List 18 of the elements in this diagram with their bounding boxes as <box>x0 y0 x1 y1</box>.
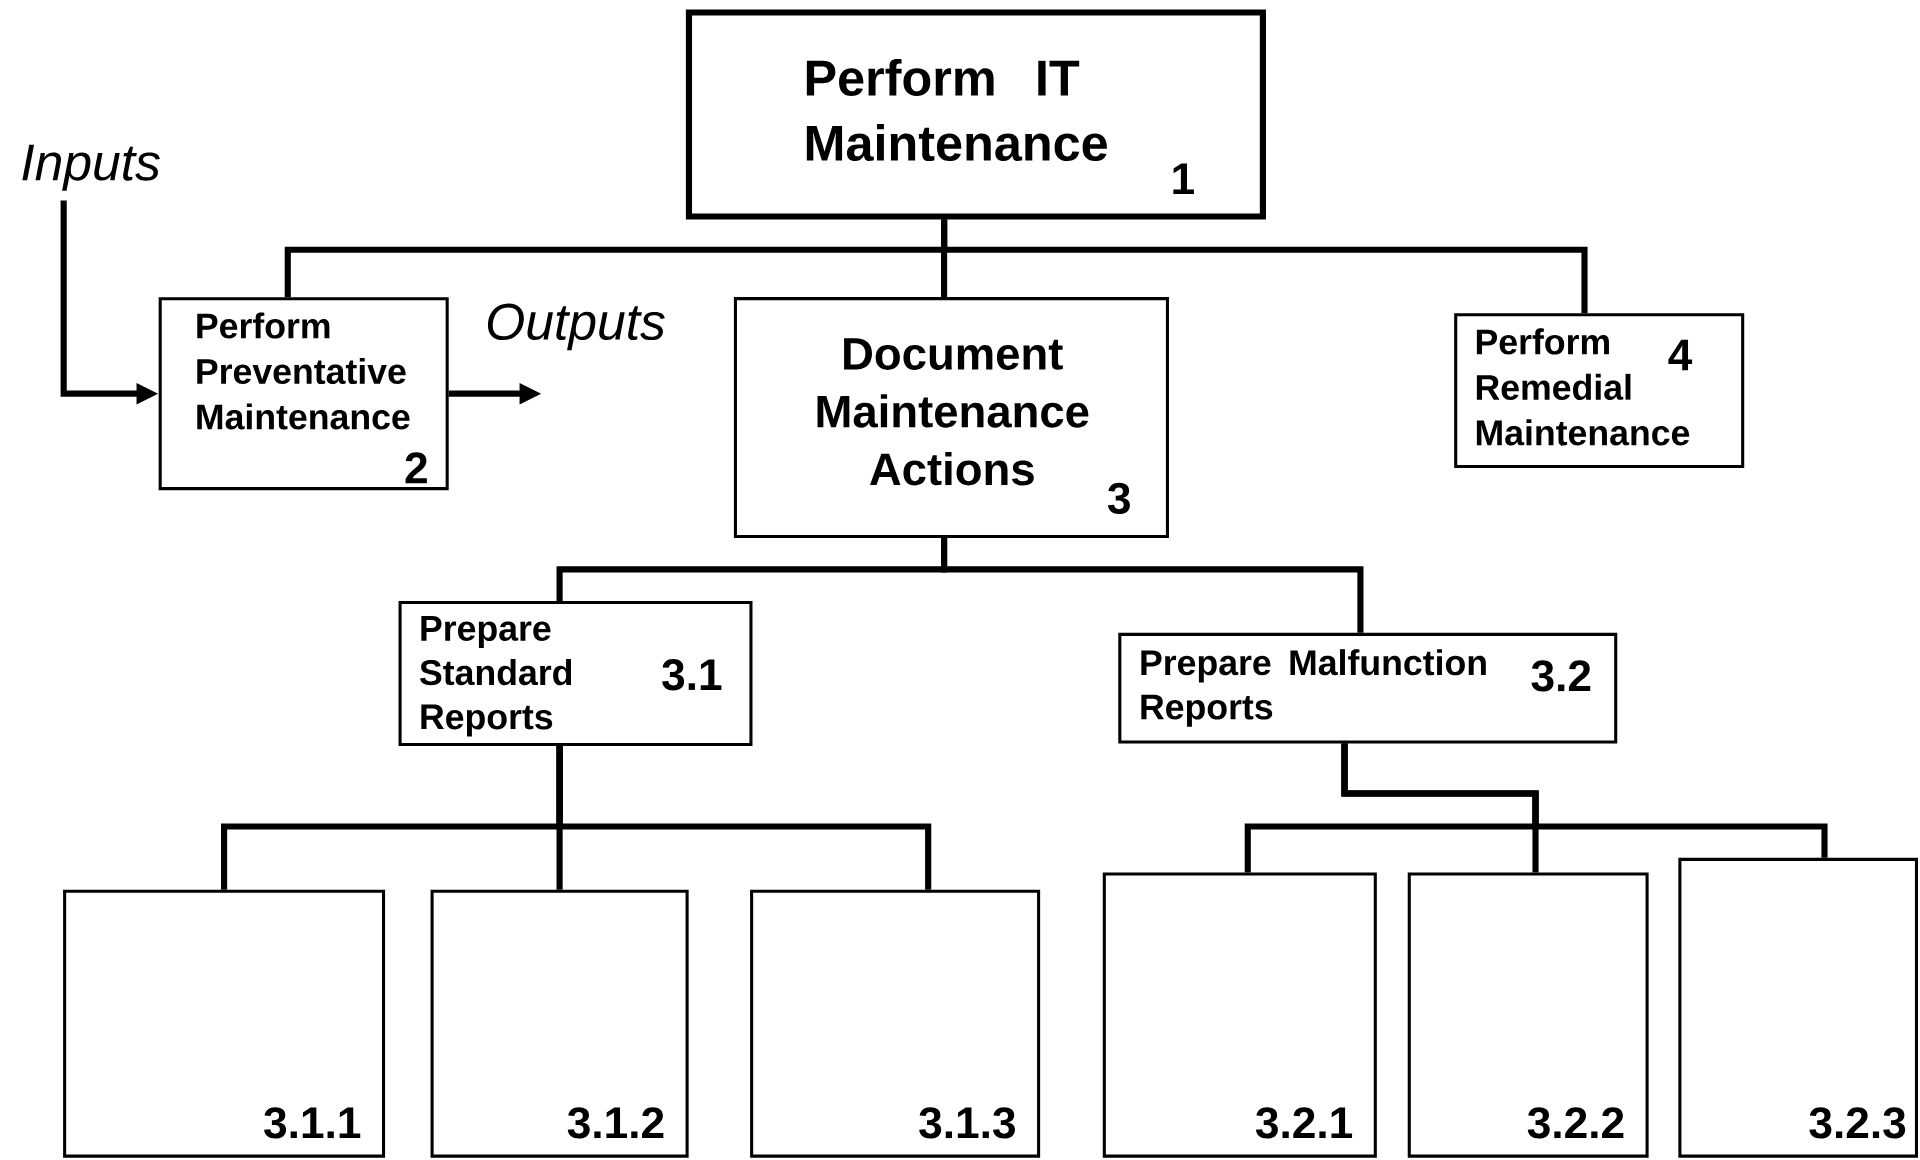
flow-label: Outputs <box>487 303 665 351</box>
process-box: 3.2.1 <box>1102 872 1377 1158</box>
connector-line <box>1341 743 1828 858</box>
flow-label: Inputs <box>22 144 160 192</box>
process-box: 3.1.1 <box>63 889 386 1158</box>
process-box: 3.1.2 <box>430 889 689 1158</box>
connector-line <box>941 219 1588 314</box>
process-box: 3.2.3 <box>1678 858 1918 1158</box>
connector-line <box>556 746 932 890</box>
process-box: Document Maintenance Actions 3 <box>733 297 1169 539</box>
process-box: Prepare Malfunction Reports 3.2 <box>1118 633 1618 744</box>
process-box: 3.1.3 <box>750 889 1041 1158</box>
process-box: 3.2.2 <box>1407 872 1649 1158</box>
process-box: Perform Preventative Maintenance 2 <box>158 297 449 491</box>
connector-line <box>941 538 1364 634</box>
process-box: Perform IT Maintenance 1 <box>685 9 1266 220</box>
process-box: Prepare Standard Reports 3.1 <box>398 601 753 747</box>
process-box: Perform Remedial Maintenance 4 <box>1454 313 1745 469</box>
